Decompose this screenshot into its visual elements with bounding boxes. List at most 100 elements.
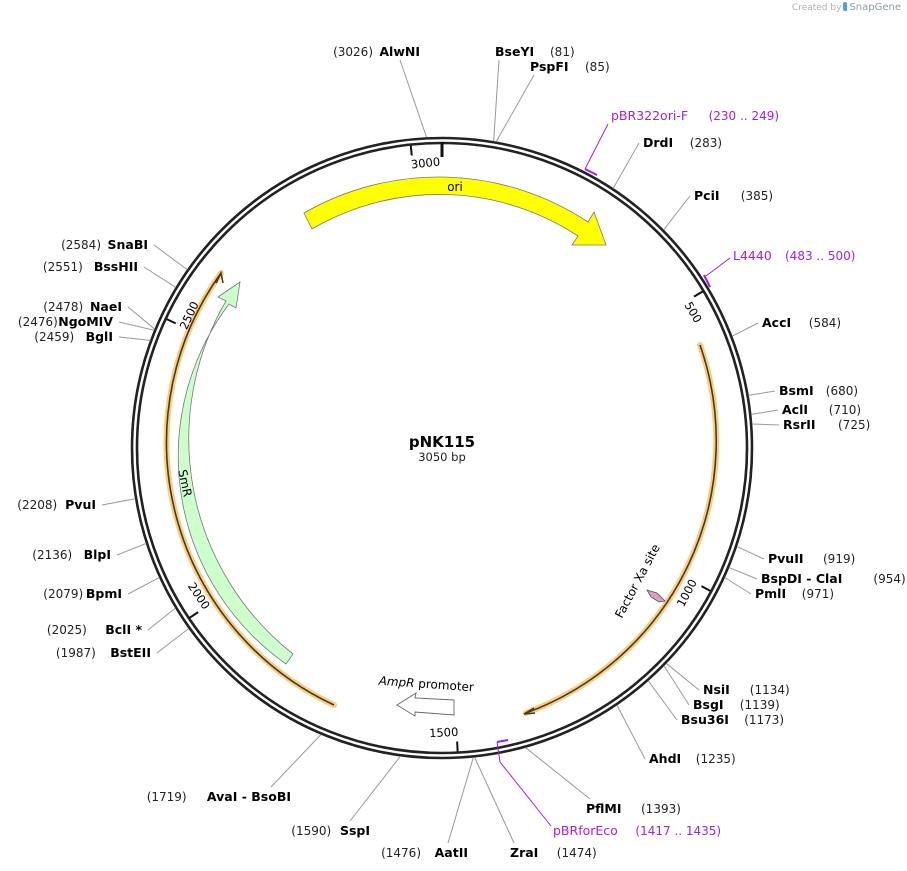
site-position: (1134) bbox=[750, 683, 790, 697]
primer-labels: pBR322ori-F (230 .. 249) L4440 (483 .. 500)… bbox=[553, 108, 855, 838]
site-position: (971) bbox=[802, 587, 834, 601]
site-acci[interactable]: AccI (584) bbox=[762, 315, 841, 330]
site-zrai[interactable]: ZraI(1474) bbox=[510, 845, 597, 860]
leader-line bbox=[752, 423, 780, 426]
primer-name: pBR322ori-F bbox=[611, 108, 688, 123]
leader-line bbox=[647, 680, 678, 721]
feature-factor-xa-label: Factor Xa site bbox=[612, 542, 663, 621]
site-name: DrdI bbox=[643, 135, 673, 150]
site-pspfi[interactable]: PspFI(85) bbox=[530, 59, 610, 74]
site-pflmi[interactable]: PflMI(1393) bbox=[586, 801, 681, 816]
site-rsrii[interactable]: RsrII(725) bbox=[783, 417, 870, 432]
feature-factor-xa-site[interactable] bbox=[646, 589, 666, 603]
tick-label: 3000 bbox=[410, 155, 441, 172]
site-position: (2459) bbox=[34, 330, 74, 344]
leader-line bbox=[127, 306, 155, 330]
site-bsgi[interactable]: BsgI(1139) bbox=[693, 697, 780, 712]
site-labels: AlwNI(3026) BseYI(81)PspFI(85) DrdI (283) Pc… bbox=[17, 44, 905, 860]
site-acli[interactable]: AclI(710) bbox=[782, 402, 861, 417]
site-name: ZraI bbox=[510, 845, 538, 860]
site-name: PflMI bbox=[586, 801, 622, 816]
site-position: (2478) bbox=[43, 300, 83, 314]
feature-smr-arrow[interactable] bbox=[177, 281, 294, 665]
primer-pbr322ori-f[interactable] bbox=[584, 123, 609, 176]
site-sspi[interactable]: SspI(1590) bbox=[291, 823, 370, 838]
site-position: (81) bbox=[550, 45, 575, 59]
site-position: (1476) bbox=[381, 846, 421, 860]
site-aatii[interactable]: AatII (1476) bbox=[381, 845, 468, 860]
site-bsshii[interactable]: BssHII(2551) bbox=[43, 259, 138, 274]
site-pvui[interactable]: PvuI(2208) bbox=[17, 497, 96, 512]
leader-line bbox=[665, 663, 700, 691]
leader-line bbox=[127, 577, 160, 595]
site-ngomiv[interactable]: NgoMIV(2476) bbox=[18, 314, 113, 329]
leader-line bbox=[736, 546, 765, 560]
feature-ori-label: ori bbox=[447, 180, 463, 194]
site-bsu36i[interactable]: Bsu36I(1173) bbox=[681, 712, 784, 727]
site-avai-bsobi[interactable]: AvaI - BsoBI(1719) bbox=[147, 789, 291, 804]
site-pcii[interactable]: PciI(385) bbox=[694, 188, 773, 203]
site-position: (385) bbox=[741, 189, 773, 203]
site-nsii[interactable]: NsiI(1134) bbox=[703, 682, 790, 697]
site-position: (1590) bbox=[291, 824, 331, 838]
site-name: BglI bbox=[86, 329, 113, 344]
site-position: (1987) bbox=[56, 646, 96, 660]
site-position: (283) bbox=[690, 136, 722, 150]
primer-range: (230 .. 249) bbox=[709, 109, 779, 123]
primer-label-l4440[interactable]: L4440 (483 .. 500) bbox=[733, 248, 855, 263]
site-name: BsgI bbox=[693, 697, 724, 712]
primer-name: L4440 bbox=[733, 248, 772, 263]
site-pvuii[interactable]: PvuII(919) bbox=[768, 551, 855, 566]
primer-label-pbrforeco[interactable]: pBRforEco(1417 .. 1435) bbox=[553, 823, 721, 838]
site-bcli-[interactable]: BclI *(2025) bbox=[47, 622, 143, 637]
site-position: (584) bbox=[809, 316, 841, 330]
leader-line bbox=[118, 336, 151, 341]
site-position: (954) bbox=[873, 572, 905, 586]
leader-line bbox=[270, 734, 322, 788]
site-position: (2584) bbox=[61, 238, 101, 252]
site-name: BclI * bbox=[105, 622, 142, 637]
site-leader-lines bbox=[101, 59, 780, 844]
site-drdi[interactable]: DrdI (283) bbox=[643, 135, 722, 150]
feature-ori-arrow[interactable] bbox=[303, 176, 607, 246]
site-bsmi[interactable]: BsmI(680) bbox=[779, 383, 858, 398]
primer-pbrforeco[interactable] bbox=[496, 739, 552, 827]
leader-line bbox=[399, 59, 428, 138]
leader-line bbox=[447, 757, 474, 844]
primer-l4440[interactable] bbox=[703, 257, 731, 288]
plasmid-length: 3050 bp bbox=[418, 450, 466, 464]
site-alwni[interactable]: AlwNI(3026) bbox=[333, 44, 420, 59]
promoter-part: promoter bbox=[414, 676, 474, 694]
leader-line bbox=[153, 244, 188, 271]
site-bpmi[interactable]: BpmI(2079) bbox=[43, 586, 122, 601]
tick-1000 bbox=[701, 585, 711, 592]
site-bseyi[interactable]: BseYI(81) bbox=[495, 44, 575, 59]
site-bspdi-clai[interactable]: BspDI - ClaI(954) bbox=[761, 571, 906, 586]
site-pmli[interactable]: PmlI(971) bbox=[755, 586, 834, 601]
leader-line bbox=[349, 755, 401, 822]
orf-right[interactable] bbox=[523, 342, 720, 716]
site-bsteii[interactable]: BstEII(1987) bbox=[56, 645, 151, 660]
site-naei[interactable]: NaeI(2478) bbox=[43, 299, 122, 314]
site-blpi[interactable]: BlpI (2136) bbox=[32, 547, 111, 562]
orf-left[interactable] bbox=[163, 270, 337, 708]
primer-label-pbr322ori-f[interactable]: pBR322ori-F (230 .. 249) bbox=[611, 108, 779, 123]
tick-marks bbox=[166, 145, 711, 752]
site-name: BlpI bbox=[84, 547, 111, 562]
feature-smr-label: SmR bbox=[175, 468, 194, 498]
site-name: NgoMIV bbox=[58, 314, 113, 329]
site-snabi[interactable]: SnaBI(2584) bbox=[61, 237, 148, 252]
primer-range: (1417 .. 1435) bbox=[635, 824, 721, 838]
primer-range: (483 .. 500) bbox=[785, 249, 855, 263]
credit-brand: SnapGene bbox=[849, 2, 901, 13]
site-position: (2136) bbox=[32, 548, 72, 562]
site-name: AccI bbox=[762, 315, 791, 330]
feature-ampr-promoter-arrow[interactable] bbox=[396, 692, 455, 717]
leader-line bbox=[156, 628, 190, 654]
site-name: RsrII bbox=[783, 417, 816, 432]
leader-line bbox=[663, 665, 690, 706]
site-bgli[interactable]: BglI (2459) bbox=[34, 329, 113, 344]
site-name: AatII bbox=[435, 845, 468, 860]
site-ahdi[interactable]: AhdI(1235) bbox=[649, 751, 736, 766]
